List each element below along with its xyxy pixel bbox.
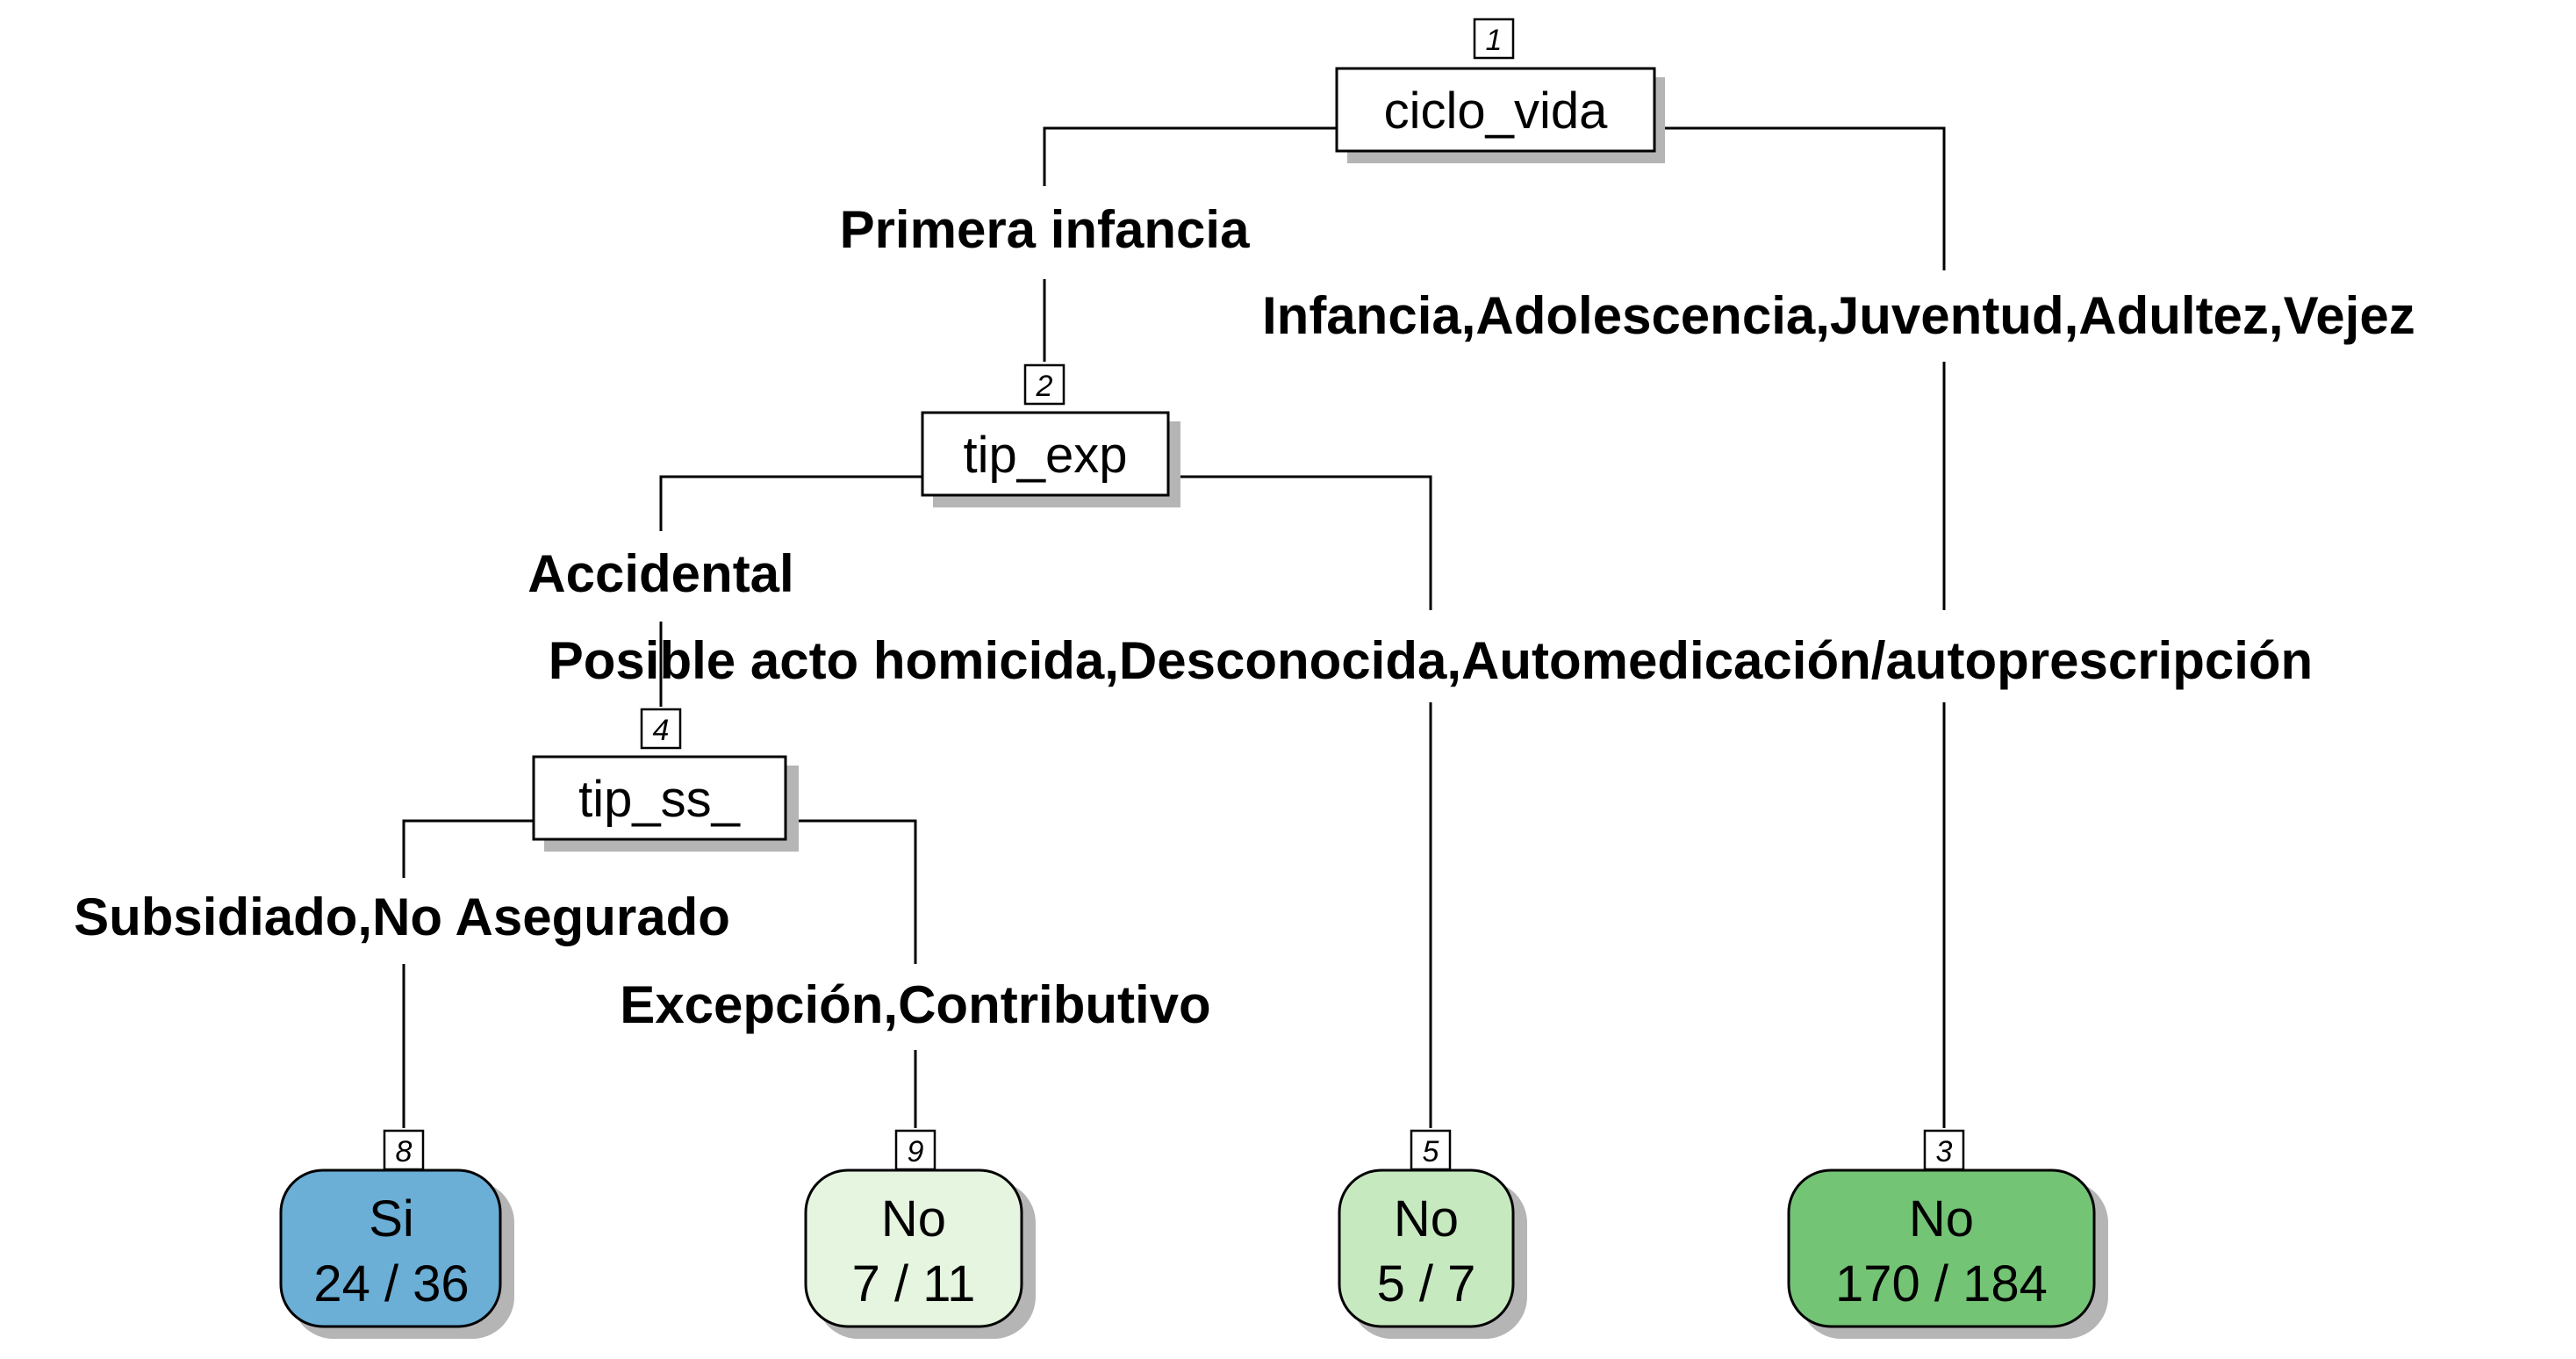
leaf-count-9: 7 / 11 bbox=[852, 1255, 976, 1312]
leaf-count-3: 170 / 184 bbox=[1835, 1255, 2048, 1312]
edge-labels: Primera infancia Infancia,Adolescencia,J… bbox=[74, 200, 2415, 1034]
node-number-4: 4 bbox=[653, 714, 670, 747]
leaf-class-9: No bbox=[881, 1190, 946, 1248]
split-box-4 bbox=[532, 755, 787, 841]
split-label-1: ciclo_vida bbox=[1384, 83, 1608, 140]
leaf-count-8: 24 / 36 bbox=[313, 1255, 469, 1312]
edge-1-3 bbox=[1654, 126, 1946, 270]
edge-label-primera-infancia: Primera infancia bbox=[840, 200, 1251, 259]
leaf-class-3: No bbox=[1909, 1190, 1974, 1248]
leaf-node-9: 9 No 7 / 11 bbox=[804, 1129, 1036, 1339]
split-box-2 bbox=[921, 411, 1170, 497]
edge-label-subsidiado: Subsidiado,No Asegurado bbox=[74, 888, 730, 946]
tree-edges bbox=[402, 126, 1946, 1128]
leaf-class-8: Si bbox=[369, 1190, 414, 1248]
node-number-3: 3 bbox=[1936, 1135, 1953, 1168]
node-number-1: 1 bbox=[1486, 24, 1503, 57]
leaf-node-3: 3 No 170 / 184 bbox=[1787, 1129, 2108, 1339]
leaf-node-5: 5 No 5 / 7 bbox=[1338, 1129, 1527, 1339]
node-number-2: 2 bbox=[1036, 370, 1053, 403]
edge-2-4 bbox=[659, 475, 922, 531]
leaf-box-9 bbox=[804, 1168, 1023, 1328]
split-node-4: 4 tip_ss_ bbox=[532, 708, 799, 852]
split-node-2: 2 tip_exp bbox=[921, 363, 1180, 507]
node-number-box-1 bbox=[1473, 18, 1515, 60]
leaf-node-8: 8 Si 24 / 36 bbox=[279, 1129, 514, 1339]
node-number-9: 9 bbox=[908, 1135, 924, 1168]
node-number-5: 5 bbox=[1423, 1135, 1439, 1168]
split-node-1: 1 ciclo_vida bbox=[1335, 18, 1665, 163]
node-number-8: 8 bbox=[396, 1135, 413, 1168]
split-box-1 bbox=[1335, 67, 1656, 153]
edge-label-accidental: Accidental bbox=[527, 544, 793, 603]
leaf-box-5 bbox=[1338, 1168, 1515, 1328]
edge-label-posible-acto: Posible acto homicida,Desconocida,Autome… bbox=[549, 631, 2313, 690]
edge-4-8 bbox=[402, 819, 534, 878]
edge-2-5 bbox=[1168, 475, 1432, 610]
split-label-4: tip_ss_ bbox=[578, 771, 741, 828]
node-number-box-4 bbox=[640, 708, 682, 750]
leaf-box-8 bbox=[279, 1168, 502, 1328]
leaf-box-3 bbox=[1787, 1168, 2096, 1328]
leaf-class-5: No bbox=[1394, 1190, 1459, 1248]
edge-label-infancia-vejez: Infancia,Adolescencia,Juventud,Adultez,V… bbox=[1262, 286, 2415, 345]
split-label-2: tip_exp bbox=[963, 427, 1127, 484]
edge-1-2 bbox=[1043, 126, 1337, 186]
leaf-count-5: 5 / 7 bbox=[1377, 1255, 1476, 1312]
edge-4-9 bbox=[786, 819, 917, 964]
edge-label-excepcion: Excepción,Contributivo bbox=[620, 975, 1210, 1034]
node-number-box-2 bbox=[1023, 363, 1066, 406]
